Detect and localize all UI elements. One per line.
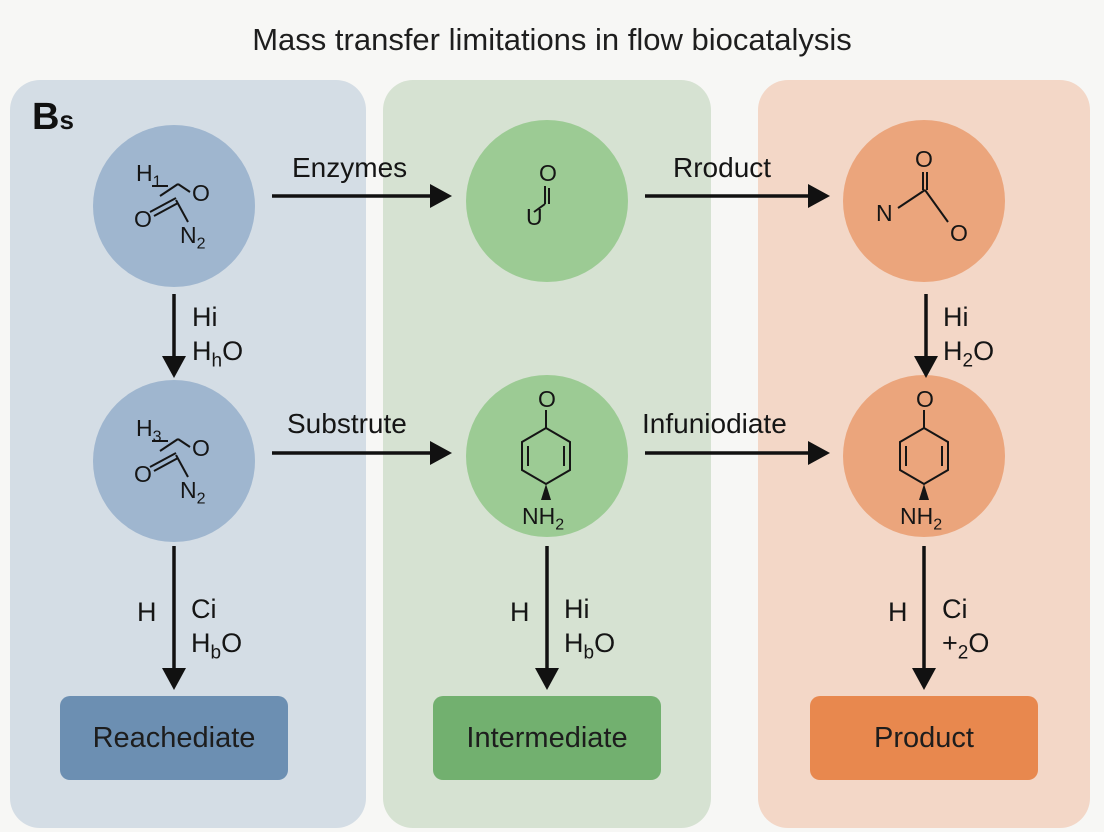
label-green-lower: Hi HbO [564, 594, 616, 664]
atom-o: O [134, 461, 152, 487]
atom-o: O [192, 435, 210, 461]
atom-o: O [192, 180, 210, 206]
label-green-lower-left: H [510, 597, 530, 627]
arrowhead [808, 184, 830, 208]
atom-n: N2 [180, 222, 206, 253]
box-reachediate: Reachediate [60, 696, 288, 780]
arrowhead [162, 356, 186, 378]
atom-o: O [134, 206, 152, 232]
box-product: Product [810, 696, 1038, 780]
label-enzymes: Enzymes [292, 152, 408, 183]
label-orange-lower: Ci +2O [942, 594, 990, 664]
arrowhead [914, 356, 938, 378]
circle-green-top [466, 120, 628, 282]
atom-o: O [539, 160, 557, 186]
atom-o: O [915, 146, 933, 172]
atom-nh: NH2 [900, 503, 943, 534]
label-orange-upper: Hi H2O [943, 302, 995, 372]
atom-h: H3 [136, 415, 162, 446]
label-rroduct: Rroduct [673, 152, 772, 183]
atom-u: U [526, 204, 543, 230]
atom-o: O [538, 386, 556, 412]
panel-label: Bs [32, 96, 74, 138]
circle-orange-mid [843, 375, 1005, 537]
diagram-title: Mass transfer limitations in flow biocat… [252, 22, 852, 57]
arrowhead [535, 668, 559, 690]
label-substrute: Substrute [287, 408, 407, 439]
label-blue-lower: Ci HbO [191, 594, 243, 664]
atom-n: N [876, 200, 893, 226]
atom-o: O [950, 220, 968, 246]
atom-nh: NH2 [522, 503, 565, 534]
label-blue-lower-left: H [137, 597, 157, 627]
label-infuniodiate: Infuniodiate [642, 408, 787, 439]
atom-h: H1 [136, 160, 162, 191]
arrowhead [912, 668, 936, 690]
label-blue-upper: Hi HhO [192, 302, 244, 372]
box-intermediate: Intermediate [433, 696, 661, 780]
arrowhead [808, 441, 830, 465]
atom-o: O [916, 386, 934, 412]
circle-green-mid [466, 375, 628, 537]
label-orange-lower-left: H [888, 597, 908, 627]
arrowhead [162, 668, 186, 690]
atom-n: N2 [180, 477, 206, 508]
circle-orange-top [843, 120, 1005, 282]
arrowhead [430, 184, 452, 208]
arrowhead [430, 441, 452, 465]
